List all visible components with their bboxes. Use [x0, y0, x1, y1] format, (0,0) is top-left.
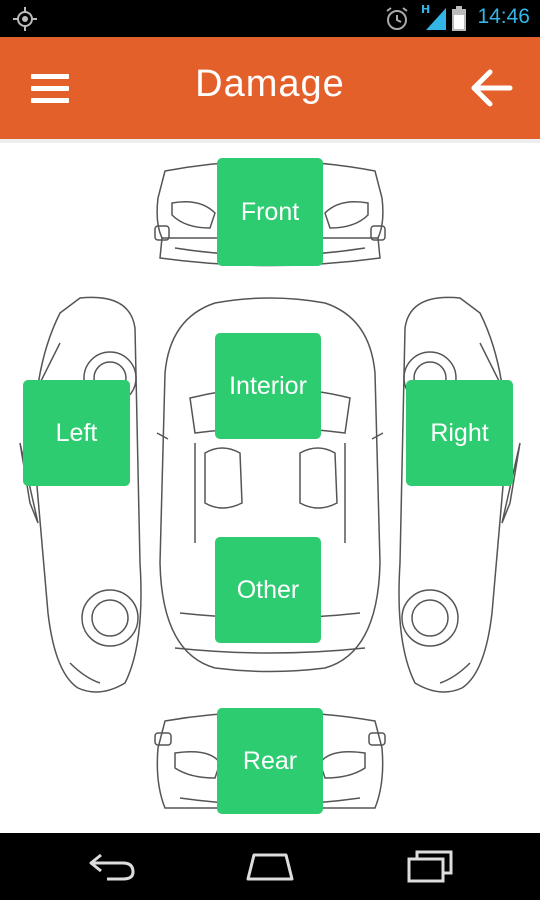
zone-left-button[interactable]: Left [23, 380, 130, 486]
network-type: H [421, 3, 431, 16]
zone-other-button[interactable]: Other [215, 537, 321, 643]
header-divider [0, 139, 540, 143]
back-arrow-icon[interactable] [468, 67, 514, 109]
battery-icon [452, 6, 466, 31]
menu-icon[interactable] [27, 70, 73, 106]
status-time: 14:46 [477, 5, 530, 28]
action-bar: Damage [0, 37, 540, 139]
zone-right-button[interactable]: Right [406, 380, 513, 486]
system-nav-bar [0, 833, 540, 900]
home-icon[interactable] [244, 847, 296, 885]
zone-rear-button[interactable]: Rear [217, 708, 323, 814]
recent-apps-icon[interactable] [405, 847, 457, 885]
page-title: Damage [195, 63, 345, 105]
gps-icon [13, 7, 37, 31]
car-right-side-view [398, 296, 521, 693]
zone-front-button[interactable]: Front [217, 158, 323, 266]
signal-icon [426, 8, 446, 30]
car-left-side-view [19, 296, 142, 693]
damage-diagram: Front Interior Left Right Other Rear [0, 143, 540, 833]
alarm-icon [386, 7, 408, 30]
back-icon[interactable] [87, 847, 139, 885]
status-bar: H 14:46 [0, 0, 540, 37]
car-top-view [156, 297, 384, 673]
zone-interior-button[interactable]: Interior [215, 333, 321, 439]
